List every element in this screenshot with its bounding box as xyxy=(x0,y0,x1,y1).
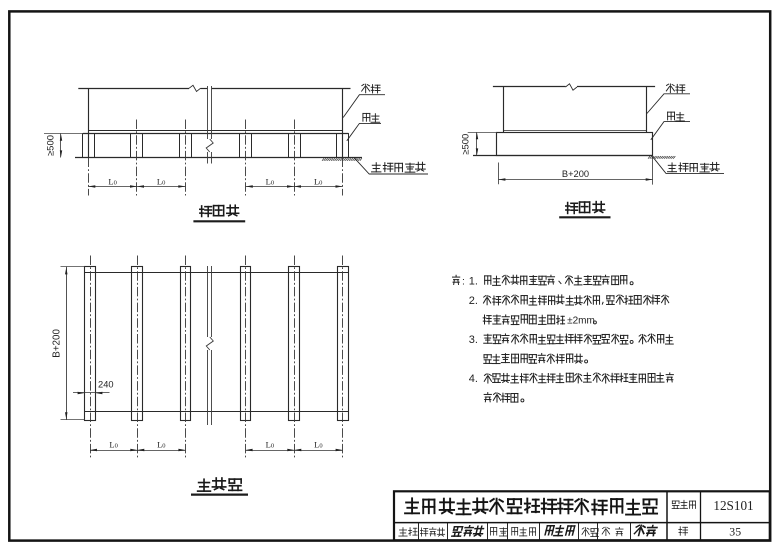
svg-text:L0: L0 xyxy=(109,440,117,450)
svg-text:L0: L0 xyxy=(266,440,274,450)
svg-text:L0: L0 xyxy=(314,176,322,186)
svg-text:L0: L0 xyxy=(157,176,165,186)
svg-text:L0: L0 xyxy=(157,440,165,450)
svg-text:1.: 1. xyxy=(469,276,478,288)
svg-text:L0: L0 xyxy=(266,176,274,186)
svg-text::: : xyxy=(462,276,465,288)
svg-text:B+200: B+200 xyxy=(562,169,589,179)
svg-text:≥500: ≥500 xyxy=(461,134,472,155)
svg-text:240: 240 xyxy=(98,380,114,390)
svg-text:B+200: B+200 xyxy=(52,329,63,358)
svg-text:±2mm: ±2mm xyxy=(567,315,595,326)
svg-text:≥500: ≥500 xyxy=(46,135,57,156)
svg-text:35: 35 xyxy=(729,525,741,539)
svg-text:L0: L0 xyxy=(314,440,322,450)
svg-text:3.: 3. xyxy=(469,334,478,346)
svg-text:L0: L0 xyxy=(108,176,116,186)
svg-text:2.: 2. xyxy=(469,295,478,307)
svg-text:4.: 4. xyxy=(469,373,478,385)
svg-text:12S101: 12S101 xyxy=(713,498,753,513)
